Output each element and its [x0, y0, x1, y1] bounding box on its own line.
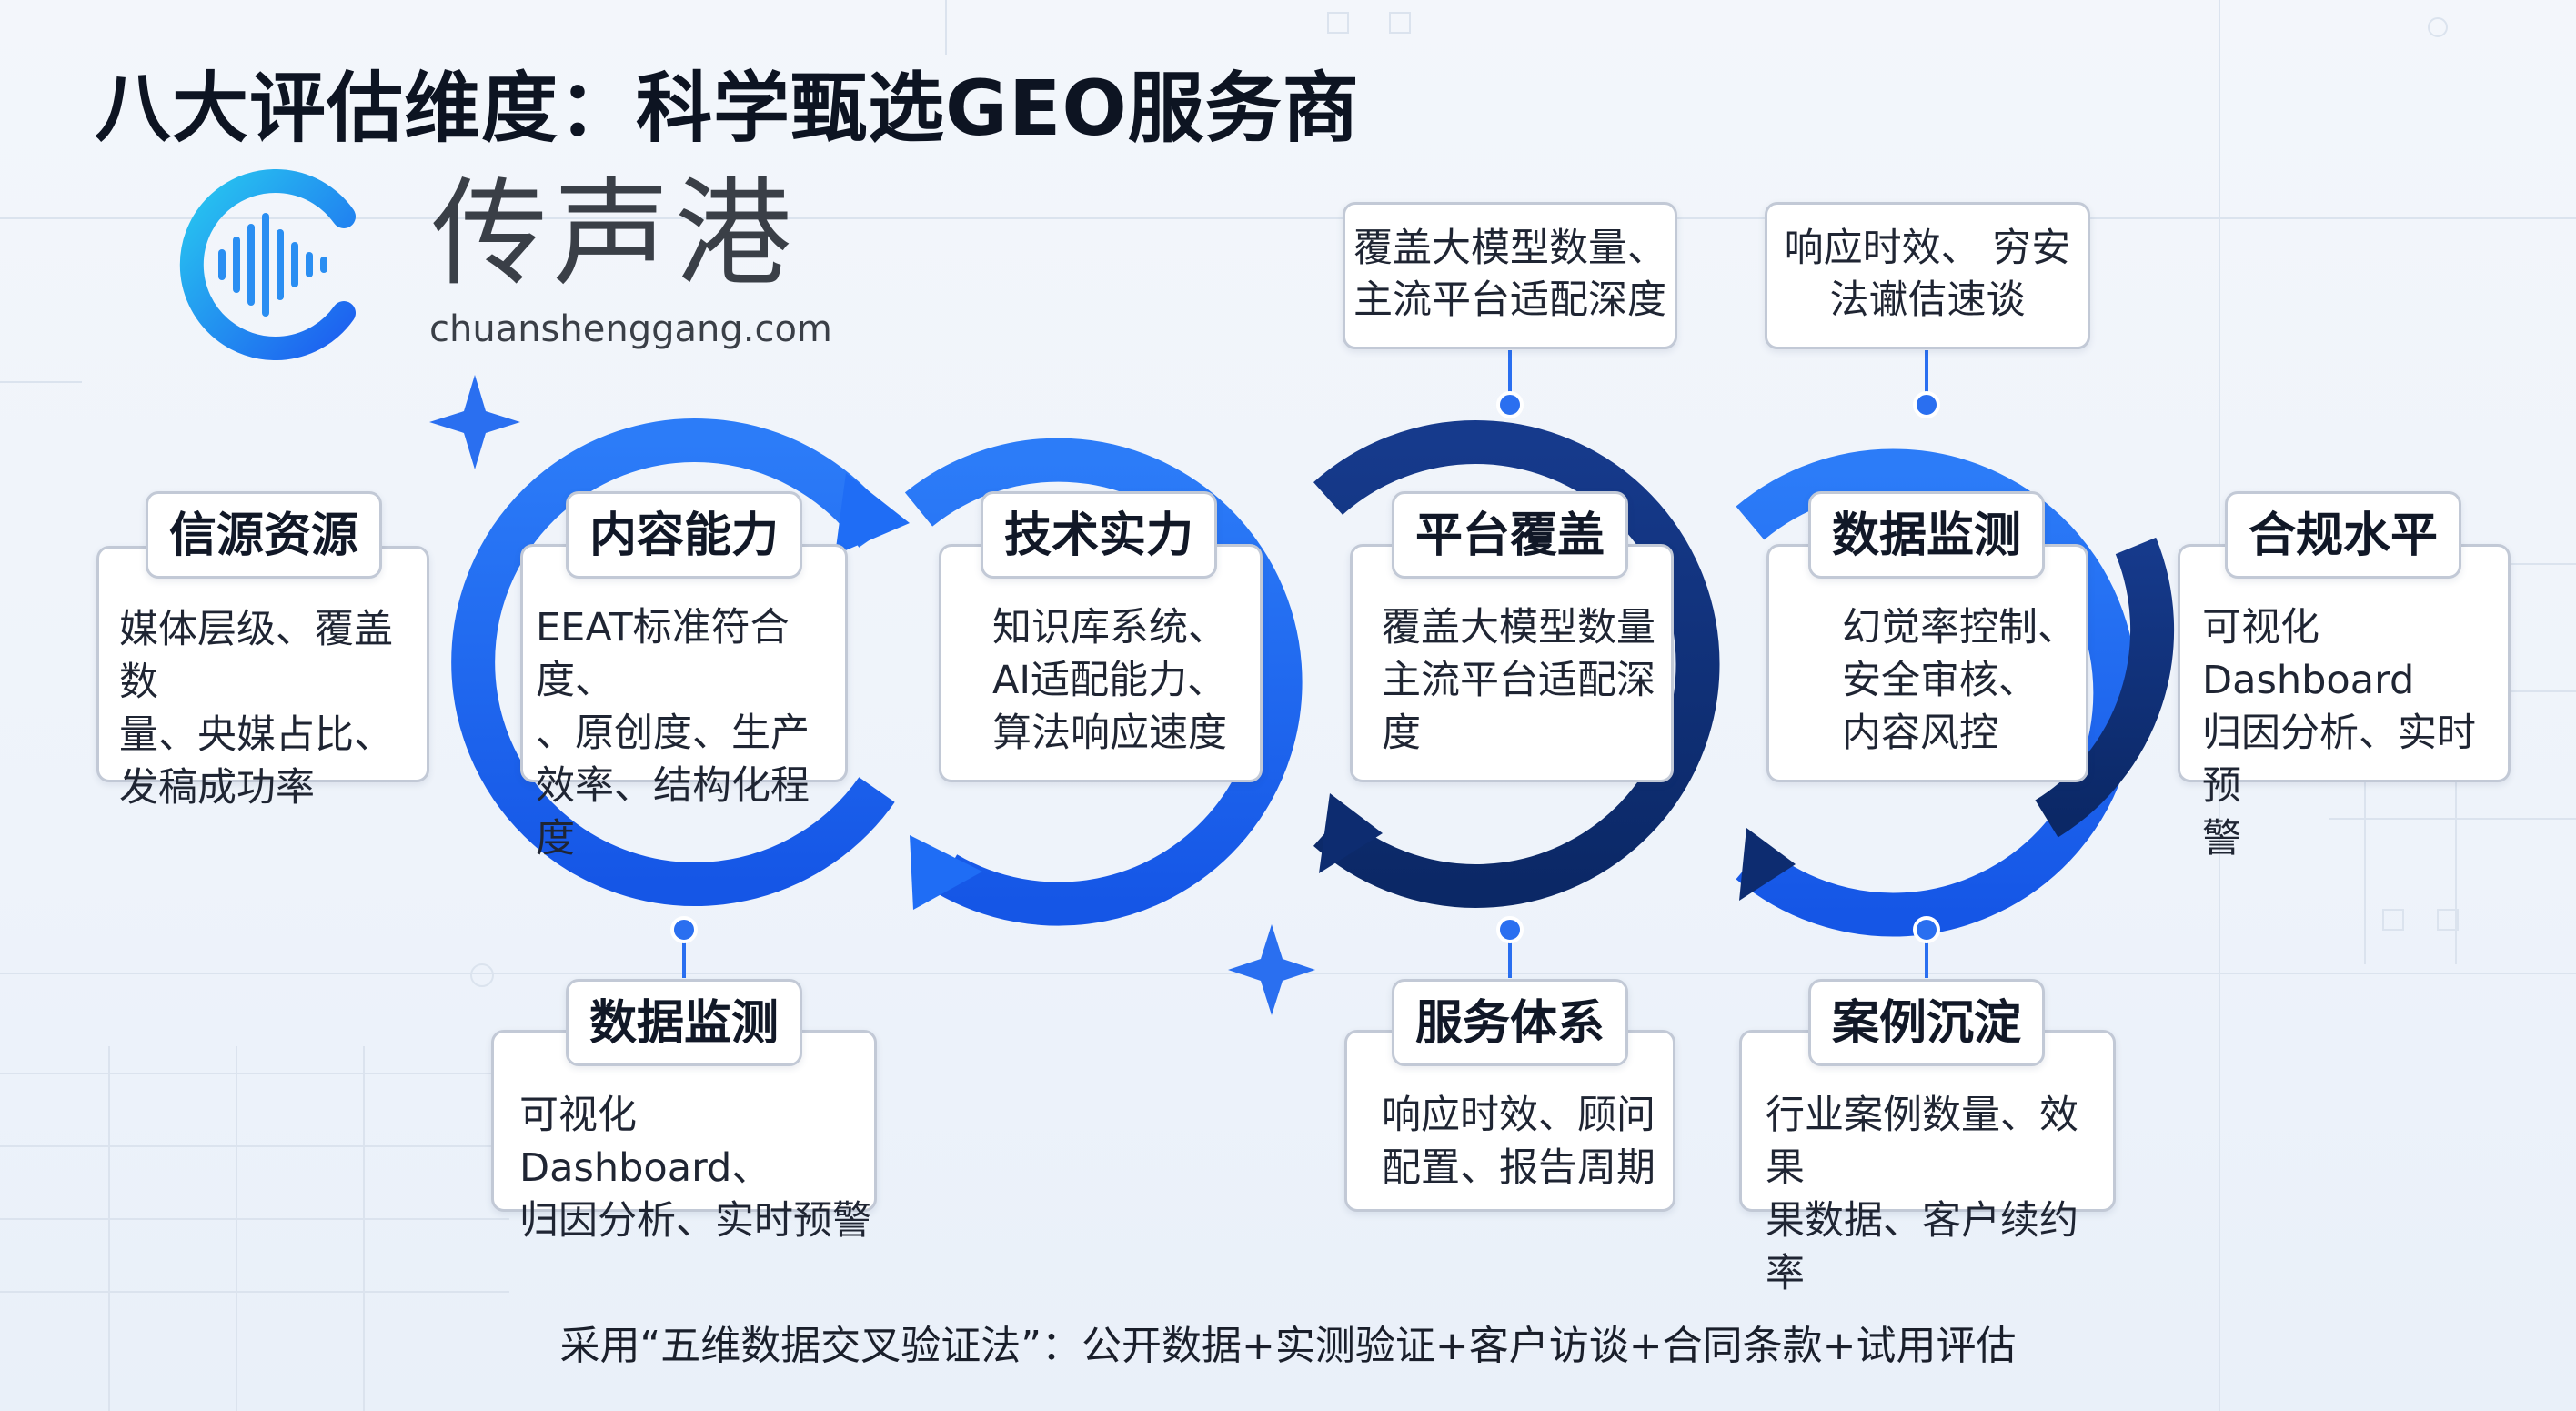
ring-platform: [1313, 420, 1720, 908]
content-line-2: 、原创度、生产: [536, 711, 810, 756]
source-line-1: 媒体层级、覆盖数: [119, 607, 393, 705]
label-tech: 技术实力: [981, 491, 1217, 579]
ring-platform-arrowhead: [1319, 793, 1383, 873]
ring-monitor-inner: [2035, 537, 2175, 838]
label-monitor-top: 数据监测: [1808, 491, 2045, 579]
label-platform: 平台覆盖: [1392, 491, 1628, 579]
ring-tech-arrowhead: [910, 835, 982, 910]
sparkle-star-bottom: [1228, 924, 1315, 1015]
ring-content-arrowhead: [835, 473, 910, 555]
callout-monitor-line-1: 响应时效、: [1784, 226, 1980, 271]
callout-monitor-top: 响应时效、 穷安法谳佶速谈: [1765, 202, 2090, 349]
monitor-top-line-1: 幻觉率控制、: [1842, 605, 2077, 650]
page-title: 八大评估维度：科学甄选GEO服务商: [95, 64, 1360, 153]
source-line-3: 发稿成功率: [119, 765, 315, 811]
callout-platform-line-1: 覆盖大模型数量、: [1353, 226, 1666, 271]
tech-line-2: AI适配能力、: [992, 658, 1227, 703]
label-service: 服务体系: [1392, 979, 1628, 1066]
content-line-1: EEAT标准符合度、: [536, 605, 790, 703]
callout-monitor-line-2: 穷安法谳佶速谈: [1829, 226, 2071, 323]
monitor-bottom-line-1: 可视化Dashboard、: [519, 1093, 771, 1191]
ring-monitor-arrowhead: [1739, 828, 1796, 901]
compliance-line-2: 归因分析、实时预: [2202, 711, 2476, 809]
compliance-line-3: 警: [2202, 816, 2241, 862]
card-platform: 覆盖大模型数量 主流平台适配深 度: [1350, 544, 1674, 782]
sparkle-star-top: [429, 375, 520, 469]
service-line-1: 响应时效、顾问: [1382, 1093, 1655, 1138]
platform-line-2: 主流平台适配深: [1382, 658, 1655, 703]
label-compliance: 合规水平: [2225, 491, 2461, 579]
tech-line-1: 知识库系统、: [992, 605, 1227, 650]
label-cases: 案例沉淀: [1808, 979, 2045, 1066]
card-compliance: 可视化Dashboard 归因分析、实时预 警: [2178, 544, 2511, 862]
card-tech: 知识库系统、 AI适配能力、 算法响应速度: [939, 544, 1263, 782]
monitor-top-line-2: 安全审核、: [1842, 658, 2038, 703]
service-line-2: 配置、报告周期: [1382, 1145, 1655, 1191]
cases-line-2: 果数据、客户续约率: [1766, 1198, 2078, 1296]
platform-line-1: 覆盖大模型数量: [1382, 605, 1655, 650]
card-monitor-top: 幻觉率控制、 安全审核、 内容风控: [1766, 544, 2088, 782]
cases-line-1: 行业案例数量、效果: [1766, 1093, 2078, 1191]
callout-platform-top: 覆盖大模型数量、 主流平台适配深度: [1343, 202, 1677, 349]
label-content: 内容能力: [566, 491, 802, 579]
label-source: 信源资源: [146, 491, 382, 579]
tech-line-3: 算法响应速度: [992, 711, 1227, 756]
callout-platform-line-2: 主流平台适配深度: [1353, 277, 1666, 323]
brand-name: 传声港: [431, 166, 798, 302]
ring-content: [451, 418, 895, 906]
compliance-line-1: 可视化Dashboard: [2202, 605, 2415, 703]
card-source: 媒体层级、覆盖数 量、央媒占比、 发稿成功率: [96, 546, 429, 811]
ring-monitor: [1736, 448, 2138, 937]
monitor-top-line-3: 内容风控: [1842, 711, 1998, 756]
footer-note: 采用“五维数据交叉验证法”：公开数据+实测验证+客户访谈+合同条款+试用评估: [559, 1323, 2017, 1369]
content-line-3: 效率、结构化程度: [536, 763, 810, 862]
brand-domain: chuanshenggang.com: [429, 308, 832, 350]
monitor-bottom-line-2: 归因分析、实时预警: [519, 1198, 871, 1244]
ring-tech: [904, 438, 1303, 926]
platform-line-3: 度: [1382, 711, 1421, 756]
card-content: EEAT标准符合度、 、原创度、生产 效率、结构化程度: [520, 544, 848, 862]
brand-logo: 传声港 chuanshenggang.com: [162, 166, 832, 360]
sound-wave-c-logo-icon: [179, 169, 356, 360]
source-line-2: 量、央媒占比、: [119, 712, 393, 758]
label-monitor-bottom: 数据监测: [566, 979, 802, 1066]
